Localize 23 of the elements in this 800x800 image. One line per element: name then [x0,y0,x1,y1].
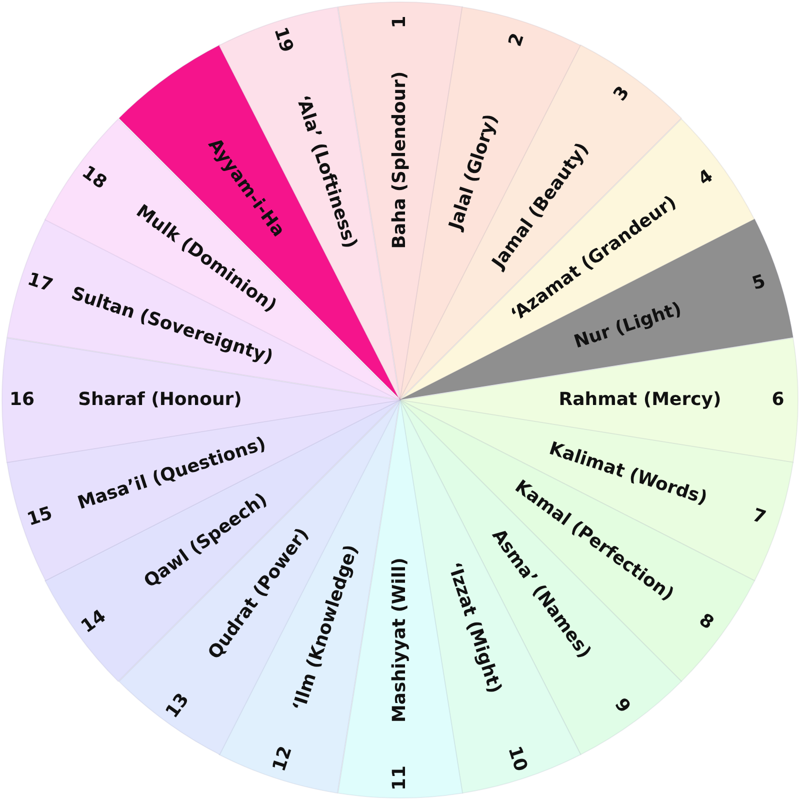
month-number: 5 [750,272,768,294]
month-name: Sharaf (Honour) [78,390,242,409]
month-number: 8 [695,611,716,634]
month-number: 16 [9,390,35,409]
month-number: 13 [163,690,192,722]
month-name: Rahmat (Mercy) [558,390,722,409]
month-number: 11 [390,765,409,791]
month-number: 14 [78,608,110,637]
month-number: 1 [390,16,409,28]
month-number: 6 [772,390,784,409]
month-number: 10 [504,744,530,774]
month-number: 9 [611,695,634,716]
month-number: 15 [26,504,56,530]
month-number: 7 [750,506,768,528]
month-number: 2 [506,32,528,50]
month-number: 12 [270,744,296,774]
month-name: Mashiyyat (Will) [390,557,409,723]
month-number: 3 [611,84,634,105]
month-name: Baha (Splendour) [390,71,409,249]
month-number: 18 [78,163,110,192]
month-number: 19 [270,26,296,56]
month-number: 17 [26,270,56,296]
month-number: 4 [695,166,716,189]
